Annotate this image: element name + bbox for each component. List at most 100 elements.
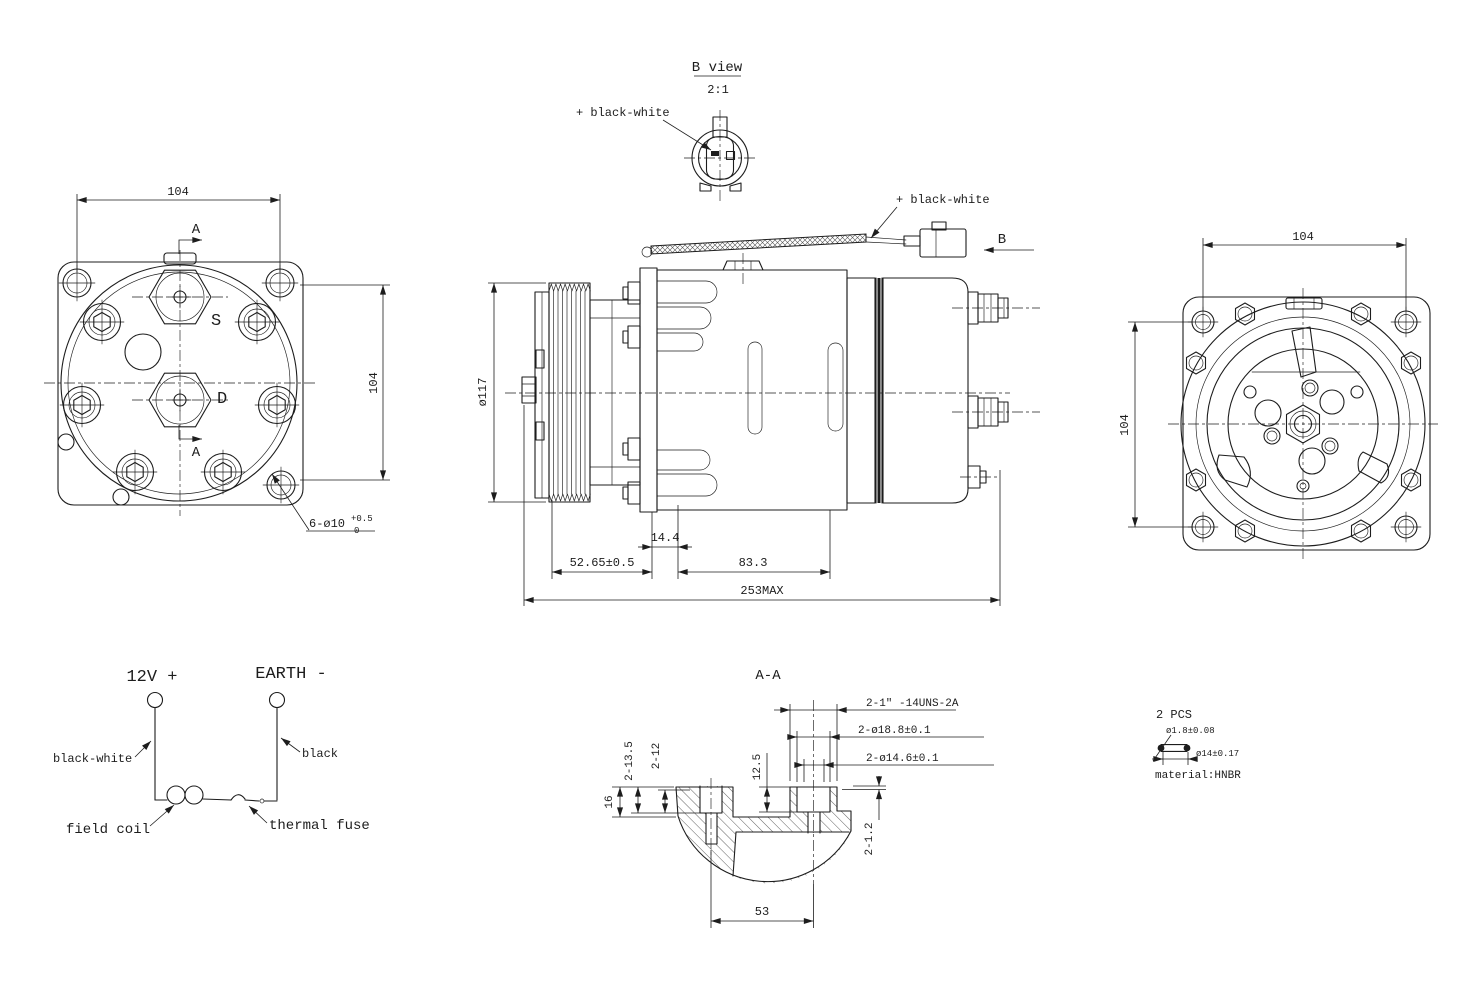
front-view: S D 104 A A 104 6-ø10 +0.5 0 [44, 185, 390, 536]
side-wire-leader [870, 206, 898, 239]
rear-top-cap [1285, 297, 1323, 310]
head-bolt [79, 299, 125, 345]
oring-material: material:HNBR [1155, 770, 1241, 782]
dim-rear-height-text: 104 [1118, 414, 1132, 436]
dim-counterbore: 2-ø18.8±0.1 [787, 725, 984, 782]
oring-detail: 2 PCS ø1.8±0.08 ø14±0.17 material:HNBR [1152, 708, 1241, 782]
dim-depth-left-outer: 2-13.5 [624, 741, 718, 814]
section-title: A-A [755, 668, 781, 684]
rear-view: 104 104 [1118, 230, 1438, 560]
dim-pulley-dia-text: ø117 [476, 378, 490, 407]
dim-port-spacing: 53 [710, 850, 814, 928]
dim-step-text: 2-1.2 [864, 822, 876, 855]
rear-bolt [1350, 302, 1372, 326]
coil-loop [184, 785, 204, 805]
section-arrow-bottom-text: A [192, 445, 201, 461]
mount-hole [1187, 306, 1219, 338]
clutch-pulley [521, 282, 641, 503]
dim-port-spacing-text: 53 [755, 905, 769, 919]
hole-note: 6-ø10 +0.5 0 [271, 473, 375, 536]
dim-pulley-dia: ø117 [476, 282, 546, 503]
mount-hole-small [57, 433, 75, 451]
b-view-title: B view [692, 60, 743, 76]
hole-note-text: 6-ø10 [309, 517, 345, 531]
front-flange [57, 261, 304, 506]
hole-note-tol-upper: +0.5 [351, 514, 373, 524]
rear-bolt [1185, 468, 1207, 492]
dim-flange-height-text: 16 [604, 795, 616, 808]
dim-clutch-text: 52.65±0.5 [570, 556, 635, 570]
head-outline [675, 786, 852, 883]
section-arrow-bottom: A [178, 425, 202, 461]
rear-bolt [1234, 302, 1256, 326]
dim-front-height-text: 104 [367, 372, 381, 394]
b-view-wire-label: + black-white [576, 106, 670, 120]
side-wire-label: + black-white [896, 193, 990, 207]
compressor-body [622, 253, 969, 513]
section-a-a: A-A 2-1" -14UNS-2A 2-ø18.8±0.1 2-ø14.6±0… [604, 668, 994, 928]
head-bolt [200, 449, 246, 495]
dim-depth-right-text: 12.5 [752, 754, 764, 780]
head-bolt [254, 382, 300, 428]
dim-flange-height: 16 [604, 786, 676, 818]
oring-section-dot [1183, 744, 1191, 752]
dim-depth-left-inner: 2-12 [651, 743, 690, 813]
section-hatch [676, 786, 851, 884]
balance-arm [1291, 326, 1317, 378]
dim-front-width-text: 104 [167, 185, 189, 199]
side-view: + black-white B ø117 52.65±0.5 14.4 83.3… [476, 193, 1040, 606]
rear-ports [952, 291, 1040, 489]
dim-overall-text: 253MAX [740, 584, 783, 598]
rear-bolt [1400, 351, 1422, 375]
negative-terminal-label: EARTH - [255, 665, 326, 684]
fuse-label: thermal fuse [269, 818, 370, 834]
dim-thread: 2-1" -14UNS-2A [774, 698, 959, 781]
coil-label: field coil [66, 822, 150, 838]
dim-oring-dia-text: ø14±0.17 [1196, 749, 1239, 759]
head-bolt [112, 449, 158, 495]
oring-cs-dia: ø1.8±0.08 [1166, 726, 1215, 736]
negative-terminal [268, 691, 286, 709]
dim-rear-width: 104 [1202, 230, 1407, 311]
rear-flange [1182, 296, 1431, 551]
mount-hole [262, 466, 300, 504]
section-arrow-top-text: A [192, 222, 201, 238]
dim-counterbore-text: 2-ø18.8±0.1 [858, 725, 931, 737]
mount-hole [1390, 306, 1422, 338]
connector-face [684, 110, 756, 202]
filler-cap [722, 260, 764, 271]
mount-hole [1187, 511, 1219, 543]
oring-qty: 2 PCS [1156, 708, 1192, 722]
positive-wire-label: black-white [53, 752, 132, 766]
mount-hole [1390, 511, 1422, 543]
thermal-fuse-symbol [230, 794, 246, 801]
hole-note-tol-lower: 0 [354, 526, 359, 536]
dim-body-text: 83.3 [739, 556, 768, 570]
b-view-scale: 2:1 [707, 83, 729, 97]
negative-wire-label: black [302, 747, 338, 761]
suction-label: S [211, 312, 221, 331]
dim-depth-left-outer-text: 2-13.5 [624, 741, 636, 781]
dim-depth-right: 12.5 [752, 753, 797, 813]
positive-terminal-label: 12V + [126, 668, 177, 687]
oil-plug [124, 333, 162, 371]
braided-wire [650, 233, 867, 255]
rear-bolt [1185, 351, 1207, 375]
positive-terminal [146, 691, 164, 709]
oring-section-dot [1157, 744, 1165, 752]
mount-hole-small [112, 488, 130, 506]
wire-connector [919, 228, 967, 258]
dim-rear-height: 104 [1118, 321, 1192, 528]
dim-depth-left-inner-text: 2-12 [651, 743, 663, 769]
discharge-label: D [217, 390, 227, 409]
dim-step: 2-1.2 [842, 776, 886, 856]
dim-rear-width-text: 104 [1292, 230, 1314, 244]
dim-oring-dia: ø14±0.17 [1152, 749, 1239, 765]
dim-thread-text: 2-1" -14UNS-2A [866, 698, 959, 710]
dim-bore: 2-ø14.6±0.1 [794, 753, 994, 782]
dim-front-width: 104 [76, 185, 281, 272]
dim-front-height: 104 [300, 284, 390, 481]
dim-gap-text: 14.4 [651, 531, 680, 545]
